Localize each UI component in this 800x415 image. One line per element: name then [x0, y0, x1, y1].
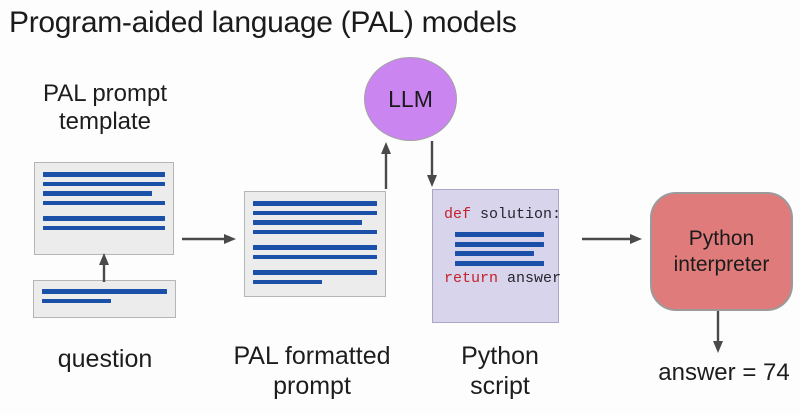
- python-interpreter-label: Python interpreter: [673, 226, 770, 276]
- arrow-template-to-formatted-icon: [182, 234, 236, 244]
- python-interpreter-node: Python interpreter: [650, 192, 793, 311]
- def-keyword: def: [444, 206, 472, 223]
- code-body-lines: [455, 232, 544, 266]
- formatted-prompt-label: PAL formatted prompt: [233, 342, 391, 400]
- question-label: question: [57, 345, 153, 373]
- template-label: PAL prompt template: [42, 80, 168, 135]
- pal-formatted-prompt-doc: [244, 191, 386, 297]
- question-doc: [33, 280, 176, 318]
- text-line-bar: [253, 279, 323, 284]
- arrow-formatted-to-llm-icon: [381, 142, 391, 189]
- python-script-label: Python script: [461, 342, 539, 400]
- text-line-bar: [43, 191, 152, 196]
- text-line-bar: [253, 201, 377, 206]
- text-line-bar: [253, 229, 377, 234]
- text-line-bar: [42, 298, 111, 303]
- text-line-bar: [43, 216, 165, 221]
- text-line-bar: [43, 172, 165, 177]
- llm-label: LLM: [388, 85, 433, 112]
- code-def-line: def solution:: [433, 206, 562, 223]
- text-line-bar: [253, 210, 377, 215]
- text-line-bar: [253, 254, 377, 259]
- text-line-bar: [455, 260, 544, 266]
- text-line-bar: [253, 270, 377, 275]
- return-keyword: return: [444, 270, 499, 287]
- text-line-bar: [43, 225, 165, 230]
- arrow-script-to-interpreter-icon: [582, 234, 642, 244]
- python-script-node: def solution: return answer: [432, 189, 562, 323]
- answer-label: answer = 74: [658, 359, 790, 386]
- pal-prompt-template-doc: [34, 162, 174, 255]
- text-line-bar: [43, 181, 165, 186]
- page-title: Program-aided language (PAL) models: [9, 6, 517, 39]
- text-line-bar: [42, 289, 167, 294]
- arrow-llm-to-script-icon: [427, 141, 437, 187]
- text-line-bar: [455, 241, 544, 247]
- text-line-bar: [253, 220, 363, 225]
- text-line-bar: [455, 232, 544, 237]
- code-return-line: return answer: [433, 270, 562, 287]
- text-line-bar: [43, 200, 165, 205]
- return-rest: answer: [498, 270, 562, 287]
- text-line-bar: [455, 251, 535, 256]
- def-rest: solution:: [471, 206, 562, 223]
- arrow-interpreter-to-answer-icon: [713, 311, 723, 353]
- arrow-question-to-template-icon: [99, 253, 109, 282]
- text-line-bar: [253, 245, 377, 250]
- llm-node: LLM: [364, 57, 457, 141]
